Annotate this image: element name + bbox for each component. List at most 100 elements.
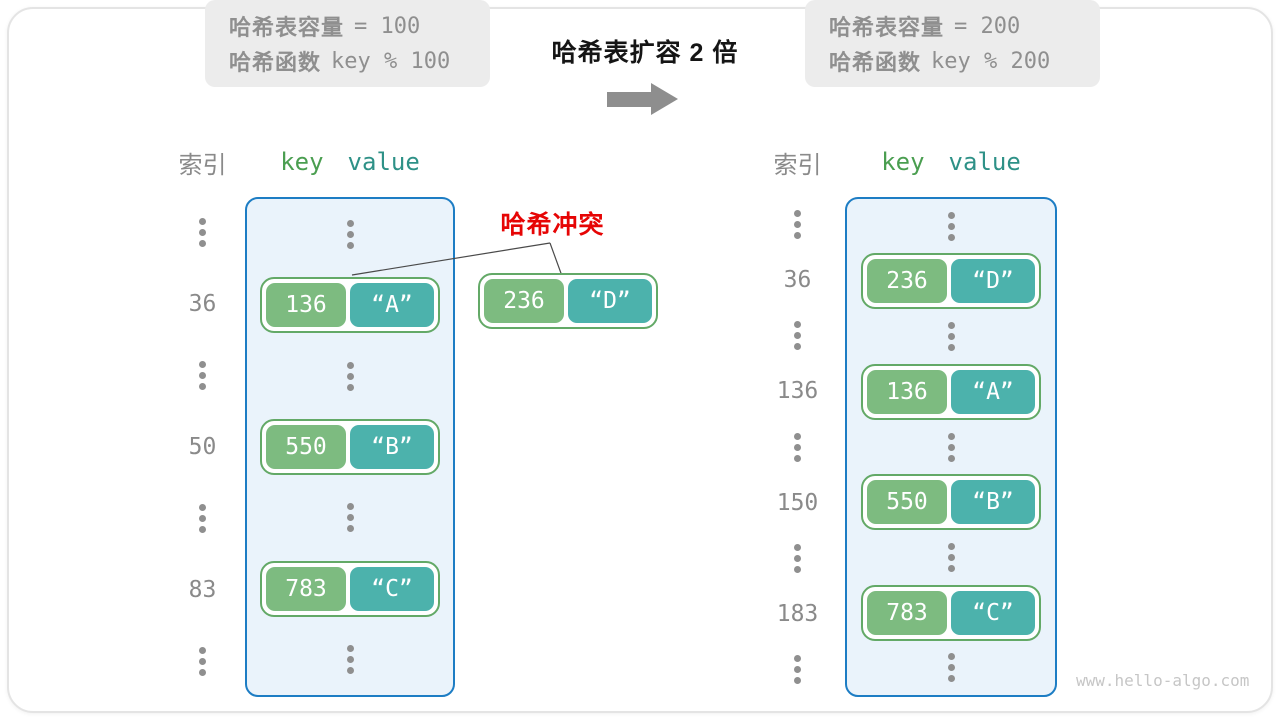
value-cell: “D” (951, 259, 1035, 304)
hash-function-label: 哈希函数 (829, 50, 922, 75)
bucket-row: 236“D” (847, 253, 1055, 310)
index-header: 索引 (178, 151, 227, 179)
dot (199, 503, 206, 511)
ellipsis-dots (346, 361, 354, 391)
ellipsis-dots (794, 543, 801, 573)
key-value-pair: 136“A” (861, 363, 1041, 420)
index-ellipsis (750, 530, 845, 586)
dot (346, 667, 354, 675)
left-bucket-array: 136“A” 550“B” 783“C” (245, 197, 455, 697)
hash-function-value: key % 100 (331, 48, 451, 74)
ellipsis-dots (199, 218, 206, 248)
ellipsis-dots (346, 645, 354, 675)
value-cell: “A” (951, 369, 1035, 414)
dot (794, 665, 801, 673)
index-ellipsis (160, 340, 245, 411)
key-value-pair: 550“B” (861, 474, 1041, 531)
dot (199, 372, 206, 380)
index-ellipsis (160, 626, 245, 697)
key-value-pair: 236“D” (478, 273, 658, 329)
dot (199, 525, 206, 533)
bucket-row: 136“A” (847, 363, 1055, 420)
dot (794, 565, 801, 573)
dot (947, 211, 955, 219)
key-cell: 550 (867, 480, 947, 525)
bucket-row: 550“B” (247, 412, 453, 483)
bucket-row: 783“C” (247, 553, 453, 624)
dot (346, 230, 354, 238)
bucket-row: 783“C” (847, 584, 1055, 641)
capacity-label: 哈希表容量 (229, 15, 345, 40)
after-capacity-box: 哈希表容量 = 200 哈希函数 key % 200 (805, 0, 1100, 87)
key-value-pair: 783“C” (260, 560, 440, 617)
key-cell: 136 (266, 283, 346, 328)
value-cell: “B” (350, 425, 434, 469)
dot (199, 218, 206, 226)
ellipsis-dots (346, 219, 354, 249)
key-value-pair: 550“B” (260, 419, 440, 475)
dot (947, 443, 955, 451)
dot (794, 432, 801, 440)
dot (947, 564, 955, 572)
index-ellipsis (750, 197, 845, 253)
ellipsis-dots (346, 503, 354, 533)
dot (346, 503, 354, 511)
key-value-pair: 136“A” (260, 277, 440, 334)
dot (947, 233, 955, 241)
key-header: key (280, 148, 324, 176)
index-ellipsis (750, 642, 845, 698)
key-value-pair: 783“C” (861, 584, 1041, 641)
value-header: value (948, 148, 1021, 176)
right-column-headers: 索引 key value (750, 147, 1057, 179)
index-label: 50 (188, 433, 217, 460)
dot (947, 542, 955, 550)
dot (794, 543, 801, 551)
dot (947, 664, 955, 672)
dot (794, 210, 801, 218)
dot (794, 554, 801, 562)
arrow-head (651, 83, 678, 115)
dot (346, 241, 354, 249)
kv-header: key value (845, 147, 1057, 177)
bucket-row (847, 641, 1055, 695)
key-cell: 550 (266, 425, 346, 469)
dot (199, 646, 206, 654)
ellipsis-dots (794, 654, 801, 684)
index-label: 83 (188, 576, 217, 603)
dot (346, 525, 354, 533)
capacity-value: = 200 (954, 13, 1021, 39)
dot (346, 361, 354, 369)
index-ellipsis (750, 308, 845, 364)
value-header: value (347, 148, 420, 176)
dot (947, 675, 955, 683)
value-cell: “C” (350, 566, 434, 611)
dot (199, 383, 206, 391)
dot (947, 432, 955, 440)
capacity-line: 哈希表容量 = 200 (829, 10, 1100, 42)
ellipsis-dots (199, 646, 206, 676)
index-label: 183 (776, 600, 819, 627)
key-cell: 783 (867, 590, 947, 635)
dot (346, 219, 354, 227)
ellipsis-dots (947, 432, 955, 462)
arrow-shaft (607, 91, 651, 107)
kv-header: key value (245, 147, 455, 177)
hash-function-line: 哈希函数 key % 200 (829, 45, 1100, 77)
value-cell: “A” (350, 283, 434, 328)
before-capacity-box: 哈希表容量 = 100 哈希函数 key % 100 (205, 0, 490, 87)
dot (346, 383, 354, 391)
capacity-value: = 100 (354, 13, 421, 39)
index-ellipsis (160, 197, 245, 268)
index-ellipsis (160, 483, 245, 554)
index-label: 136 (776, 378, 819, 405)
ellipsis-dots (794, 321, 801, 351)
ellipsis-dots (794, 210, 801, 240)
bucket-row: 136“A” (247, 270, 453, 341)
dot (947, 553, 955, 561)
dot (346, 514, 354, 522)
dot (947, 333, 955, 341)
dot (199, 240, 206, 248)
dot (346, 372, 354, 380)
